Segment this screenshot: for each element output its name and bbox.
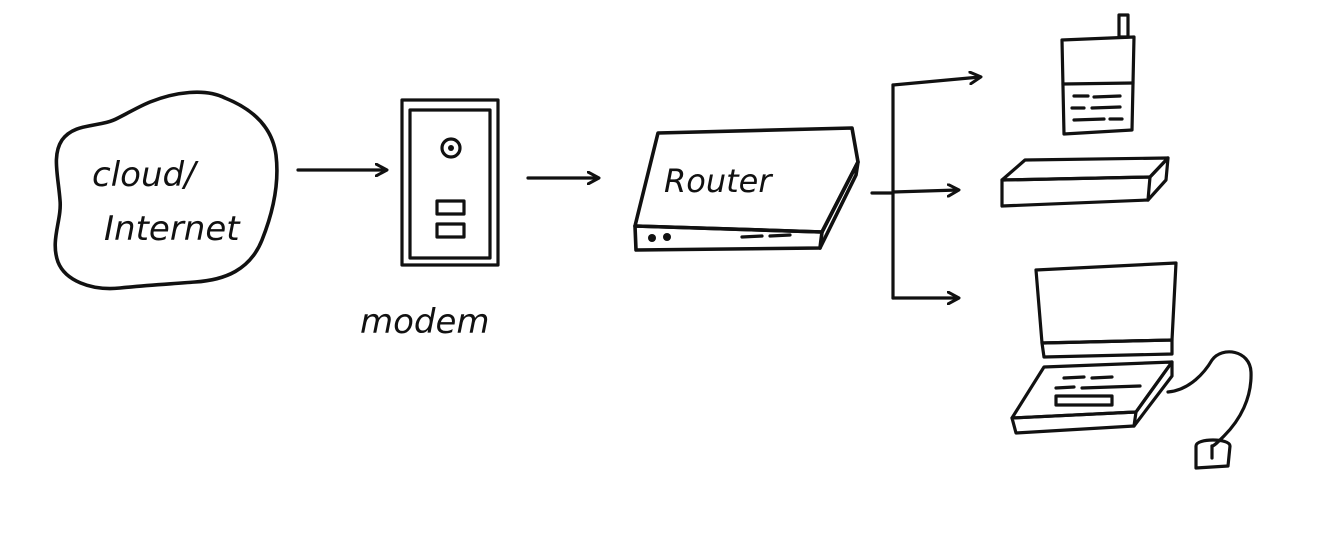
laptop-key-1 xyxy=(1062,375,1086,380)
laptop-key-4 xyxy=(1080,384,1142,390)
phone-key-row1b xyxy=(1092,94,1122,99)
edge-router-to-set-top-box xyxy=(891,190,958,192)
laptop-base-side xyxy=(1132,360,1174,428)
router-node: Router xyxy=(633,126,860,252)
cloud-shape xyxy=(53,90,279,291)
router-front-face xyxy=(633,224,824,252)
router-led-1 xyxy=(648,234,656,242)
set-top-box-front xyxy=(1000,175,1152,208)
set-top-box-side xyxy=(1146,156,1170,202)
branch-connector xyxy=(870,77,980,298)
modem-label: modem xyxy=(360,302,490,342)
modem-outer-frame xyxy=(400,98,500,267)
phone-node xyxy=(1060,13,1136,136)
laptop-touchpad xyxy=(1054,394,1114,407)
modem-inner-frame xyxy=(408,108,492,260)
modem-power-icon xyxy=(440,137,462,159)
router-port-1 xyxy=(740,234,764,239)
laptop-node xyxy=(1010,261,1253,470)
phone-key-row2b xyxy=(1090,105,1122,110)
edge-router-to-phone xyxy=(891,77,980,87)
laptop-base-front xyxy=(1010,410,1138,435)
router-port-2 xyxy=(768,233,792,238)
laptop-hinge xyxy=(1040,338,1174,359)
laptop-key-3 xyxy=(1054,385,1076,390)
set-top-box-node xyxy=(1000,156,1170,208)
phone-key-row3a xyxy=(1072,117,1106,122)
laptop-screen-outer xyxy=(1034,261,1178,345)
phone-screen-divider xyxy=(1061,81,1135,86)
mouse-cable xyxy=(1166,350,1253,448)
modem-node: modem xyxy=(360,98,500,342)
modem-port-bottom xyxy=(435,222,466,239)
cloud-label-line1: cloud/ xyxy=(92,155,199,195)
mouse-body xyxy=(1194,438,1232,470)
phone-body xyxy=(1060,35,1136,136)
cloud-node: cloud/ Internet xyxy=(53,90,279,291)
router-side-face xyxy=(818,160,860,250)
modem-port-top xyxy=(435,199,466,216)
cloud-label-line2: Internet xyxy=(104,209,241,249)
router-led-2 xyxy=(663,233,671,241)
phone-antenna xyxy=(1117,13,1130,39)
modem-power-dot xyxy=(448,145,454,151)
laptop-key-2 xyxy=(1090,375,1114,380)
router-label: Router xyxy=(664,162,773,200)
